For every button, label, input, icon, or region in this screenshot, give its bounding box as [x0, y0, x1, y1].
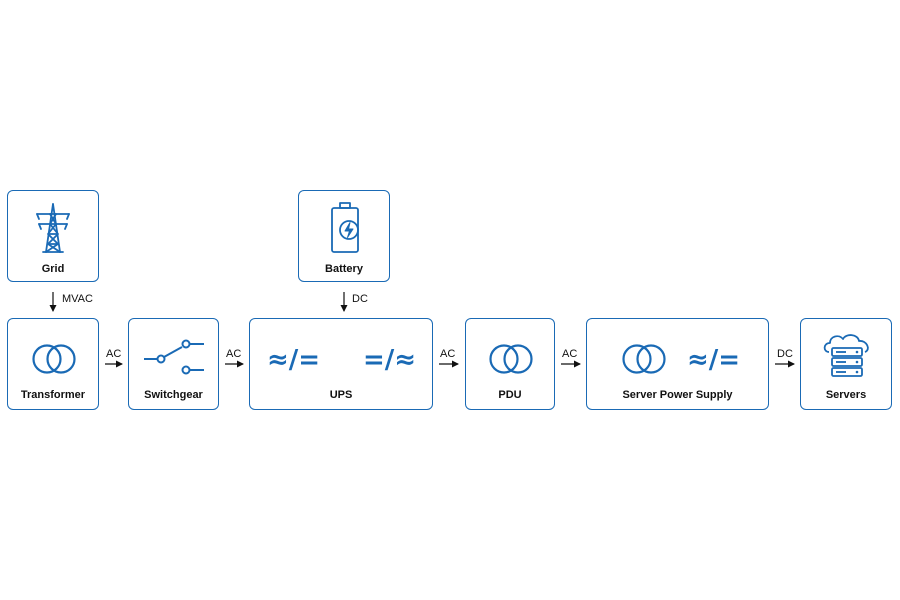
transmission-tower-icon: [36, 203, 70, 253]
switch-icon: [144, 339, 204, 375]
servers-label: Servers: [825, 389, 867, 401]
server-power-supply-label: Server Power Supply: [622, 389, 733, 401]
battery-charging-icon: [331, 202, 359, 253]
transformer-node: Transformer: [7, 318, 99, 410]
battery-label: Battery: [325, 263, 363, 275]
ups-node: ≈/= =/≈ UPS: [249, 318, 433, 410]
grid-node: Grid: [7, 190, 99, 282]
label-mvac: MVAC: [62, 293, 93, 305]
rectifier-icon: ≈/=: [687, 345, 741, 375]
transformer-icon: [489, 344, 533, 374]
server-power-supply-node: ≈/= Server Power Supply: [586, 318, 769, 410]
pdu-label: PDU: [498, 389, 522, 401]
label-ac-2: AC: [226, 348, 242, 360]
servers-node: Servers: [800, 318, 892, 410]
ups-label: UPS: [329, 389, 353, 401]
pdu-node: PDU: [465, 318, 555, 410]
label-ac-1: AC: [106, 348, 122, 360]
rectifier-icon: ≈/=: [267, 345, 321, 375]
transformer-icon: [32, 344, 76, 374]
label-dc-servers: DC: [777, 348, 793, 360]
transformer-icon: [622, 344, 666, 374]
label-ac-3: AC: [440, 348, 456, 360]
switchgear-node: Switchgear: [128, 318, 219, 410]
battery-node: Battery: [298, 190, 390, 282]
label-ac-4: AC: [562, 348, 578, 360]
switchgear-label: Switchgear: [144, 389, 203, 401]
label-battery-dc: DC: [352, 293, 368, 305]
inverter-icon: =/≈: [363, 345, 417, 375]
cloud-server-icon: [823, 334, 869, 377]
transformer-label: Transformer: [20, 389, 86, 401]
grid-label: Grid: [41, 263, 65, 275]
